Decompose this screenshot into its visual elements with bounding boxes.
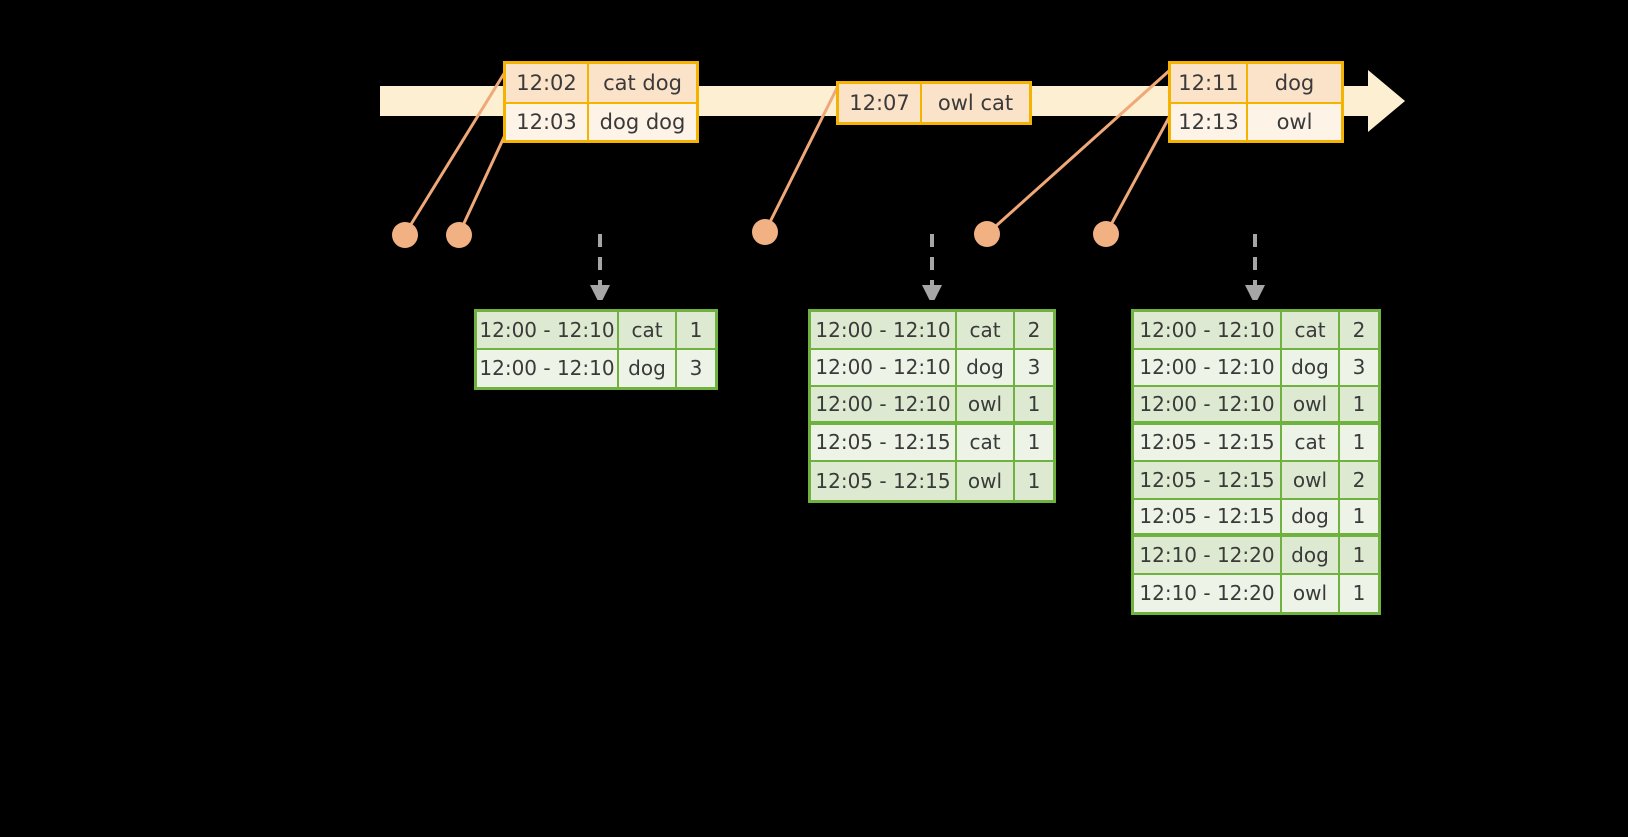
cell-word: cat xyxy=(1282,312,1340,350)
cell-window: 12:10 - 12:20 xyxy=(1134,537,1282,575)
event-row: 12:13 owl xyxy=(1171,102,1341,140)
cell-count: 1 xyxy=(1340,537,1378,575)
dot-3 xyxy=(752,219,778,245)
cell-count: 1 xyxy=(677,312,715,350)
event-time: 12:02 xyxy=(506,64,589,102)
event-row: 12:11 dog xyxy=(1171,64,1341,102)
cell-window: 12:05 - 12:15 xyxy=(1134,499,1282,537)
cell-count: 1 xyxy=(1340,425,1378,462)
cell-word: dog xyxy=(1282,537,1340,575)
cell-word: dog xyxy=(1282,349,1340,387)
cell-count: 2 xyxy=(1015,312,1053,350)
event-time: 12:11 xyxy=(1171,64,1248,102)
event-words: owl xyxy=(1276,110,1313,134)
cell-count: 1 xyxy=(1015,387,1053,425)
cell-window: 12:00 - 12:10 xyxy=(811,387,957,425)
cell-window: 12:00 - 12:10 xyxy=(1134,387,1282,425)
cell-window: 12:10 - 12:20 xyxy=(1134,574,1282,612)
dot-1 xyxy=(392,222,418,248)
cell-count: 1 xyxy=(1015,425,1053,462)
timeline-graphics xyxy=(380,68,1405,300)
cell-word: dog xyxy=(619,349,677,387)
event-row: 12:02 cat dog xyxy=(506,64,696,102)
dot-2 xyxy=(446,222,472,248)
cell-count: 1 xyxy=(1027,468,1041,493)
flow-arrows xyxy=(598,234,1257,286)
cell-word: owl xyxy=(957,462,1015,500)
cell-word: owl xyxy=(1282,574,1340,612)
cell-window: 12:00 - 12:10 xyxy=(811,349,957,387)
cell-count: 3 xyxy=(1015,350,1053,387)
event-dots xyxy=(392,219,1119,248)
event-words: dog dog xyxy=(599,110,686,134)
event-group-1: 12:02 cat dog 12:03 dog dog xyxy=(503,61,699,143)
cell-window: 12:00 - 12:10 xyxy=(1134,349,1282,387)
cell-window: 12:00 - 12:10 xyxy=(1134,312,1282,350)
cell-count: 3 xyxy=(1340,350,1378,387)
cell-count: 1 xyxy=(1340,500,1378,537)
cell-count: 1 xyxy=(1340,387,1378,425)
cell-window: 12:00 - 12:10 xyxy=(811,312,957,350)
cell-count: 3 xyxy=(689,356,703,381)
event-words: owl cat xyxy=(937,91,1014,115)
cell-word: dog xyxy=(957,349,1015,387)
dot-4 xyxy=(974,221,1000,247)
cell-word: owl xyxy=(1282,462,1340,500)
event-time: 12:03 xyxy=(506,104,589,140)
event-group-2: 12:07 owl cat xyxy=(836,81,1032,125)
cell-count: 2 xyxy=(1340,312,1378,350)
cell-word: dog xyxy=(1282,499,1340,537)
cell-word: owl xyxy=(1282,387,1340,425)
dot-5 xyxy=(1093,221,1119,247)
cell-window: 12:05 - 12:15 xyxy=(1134,462,1282,500)
event-group-3: 12:11 dog 12:13 owl xyxy=(1168,61,1344,143)
cell-window: 12:05 - 12:15 xyxy=(1134,424,1282,462)
cell-word: cat xyxy=(957,312,1015,350)
event-row: 12:03 dog dog xyxy=(506,102,696,140)
event-words: dog xyxy=(1274,71,1315,95)
cell-count: 2 xyxy=(1340,462,1378,500)
cell-window: 12:05 - 12:15 xyxy=(811,462,957,500)
cell-word: cat xyxy=(619,312,677,350)
cell-window: 12:00 - 12:10 xyxy=(477,349,619,387)
cell-window: 12:00 - 12:10 xyxy=(477,312,619,350)
cell-window: 12:05 - 12:15 xyxy=(811,424,957,462)
cell-word: cat xyxy=(957,424,1015,462)
cell-word: owl xyxy=(957,387,1015,425)
cell-count: 1 xyxy=(1352,581,1366,606)
event-time: 12:13 xyxy=(1171,104,1248,140)
event-time: 12:07 xyxy=(839,84,922,122)
event-row: 12:07 owl cat xyxy=(839,84,1029,122)
cell-word: cat xyxy=(1282,424,1340,462)
event-words: cat dog xyxy=(603,71,682,95)
flow-arrowheads xyxy=(590,285,1265,300)
